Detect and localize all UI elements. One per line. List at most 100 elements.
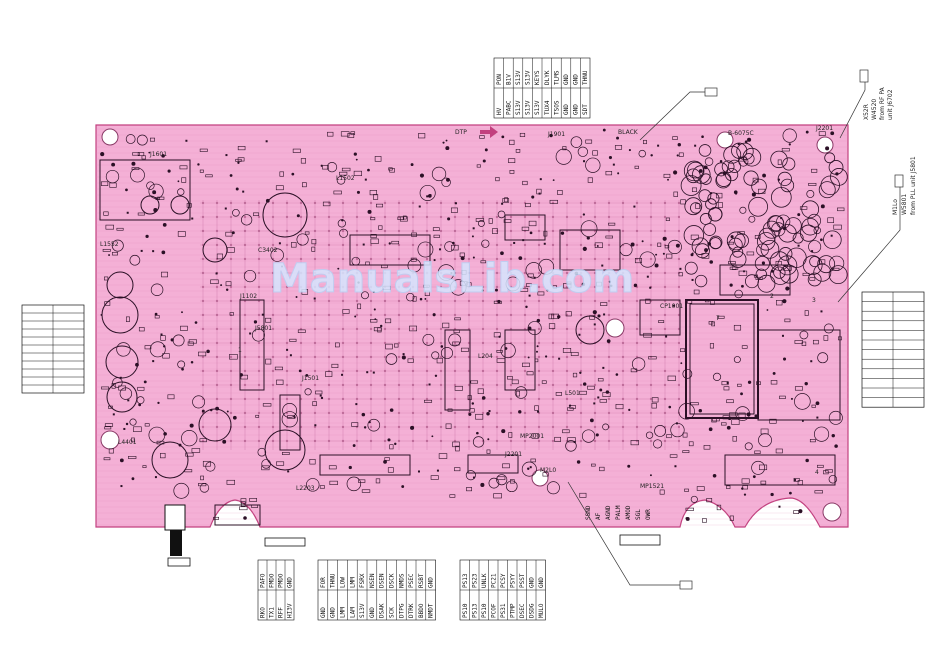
connector-tab xyxy=(619,534,661,546)
smd-part xyxy=(666,434,672,439)
via xyxy=(394,442,397,446)
pad xyxy=(402,353,405,356)
smd-part xyxy=(213,516,220,520)
via xyxy=(536,345,539,348)
smd-part xyxy=(717,315,725,319)
pad xyxy=(418,205,421,208)
pad xyxy=(488,410,491,413)
smd-part xyxy=(502,463,510,469)
via xyxy=(111,162,116,167)
via xyxy=(161,154,165,158)
smd-part xyxy=(808,183,817,186)
board-label: J2201 xyxy=(504,451,522,458)
smd-part xyxy=(752,177,759,183)
pad xyxy=(287,470,290,473)
via xyxy=(337,267,340,270)
smd-part xyxy=(759,464,768,471)
capacitor xyxy=(241,214,253,226)
capacitor xyxy=(136,134,148,146)
smd-part xyxy=(651,402,657,409)
smd-part xyxy=(279,171,284,177)
pad xyxy=(265,140,268,143)
via xyxy=(719,160,723,163)
smd-part xyxy=(335,342,340,348)
smd-part xyxy=(104,426,112,430)
capacitor xyxy=(684,197,703,216)
smd-part xyxy=(322,201,331,207)
pad xyxy=(528,294,531,297)
smd-part xyxy=(438,453,448,459)
via xyxy=(729,283,733,287)
board-label: L4401 xyxy=(118,439,137,446)
smd-part xyxy=(565,311,572,317)
capacitor xyxy=(770,150,788,169)
board-label: L501 xyxy=(565,390,580,397)
capacitor xyxy=(801,200,820,219)
smd-part xyxy=(385,343,393,350)
capacitor xyxy=(709,237,722,250)
via xyxy=(673,170,678,175)
pin-label: GND xyxy=(563,104,570,115)
pin-label: PS23 xyxy=(471,573,478,588)
via xyxy=(235,187,239,191)
via xyxy=(527,356,530,359)
pad xyxy=(679,267,682,270)
pad xyxy=(529,466,532,469)
pad xyxy=(811,250,814,253)
capacitor xyxy=(367,418,381,432)
capacitor xyxy=(419,184,436,201)
via xyxy=(751,192,756,197)
smd-part xyxy=(261,465,270,471)
smd-part xyxy=(388,167,393,171)
smd-part xyxy=(777,159,782,165)
smd-part xyxy=(666,253,673,259)
pad xyxy=(501,202,504,205)
capacitor xyxy=(667,239,682,255)
smd-part xyxy=(599,466,605,472)
pad xyxy=(646,275,649,278)
capacitor xyxy=(570,136,583,148)
smd-part xyxy=(605,235,613,239)
pin-label: DSDG xyxy=(528,603,535,618)
via xyxy=(582,382,587,386)
capacitor xyxy=(818,181,836,199)
smd-part xyxy=(548,323,556,329)
smd-part xyxy=(477,388,484,394)
smd-part xyxy=(693,289,700,295)
smd-part xyxy=(347,133,355,138)
smd-part xyxy=(191,448,201,453)
via xyxy=(253,320,258,324)
capacitor xyxy=(712,372,722,381)
smd-part xyxy=(216,253,223,260)
pin-label: PSST xyxy=(519,573,526,588)
capacitor xyxy=(806,190,815,198)
pad xyxy=(830,234,833,237)
capacitor xyxy=(734,289,743,299)
via xyxy=(834,444,838,448)
smd-part xyxy=(418,133,426,139)
smd-part xyxy=(809,439,816,443)
smd-part xyxy=(181,177,187,183)
board-label: J1601 xyxy=(149,151,167,158)
via xyxy=(610,284,613,288)
via xyxy=(419,297,423,301)
via xyxy=(582,246,587,251)
via xyxy=(445,146,450,151)
callout-label: X52R xyxy=(863,104,870,120)
pin-label: BBDO xyxy=(418,603,425,618)
via xyxy=(830,131,835,136)
smd-part xyxy=(667,375,676,381)
pin-label: TUX4 xyxy=(544,100,551,115)
smd-part xyxy=(615,404,624,410)
smd-part xyxy=(521,226,530,231)
smd-part xyxy=(708,321,714,325)
via xyxy=(424,298,427,300)
via xyxy=(633,283,638,288)
smd-part xyxy=(634,165,639,169)
capacitor xyxy=(686,168,701,184)
pad xyxy=(341,373,344,376)
smd-part xyxy=(737,231,745,235)
via xyxy=(167,169,171,173)
large-capacitors xyxy=(101,192,605,479)
